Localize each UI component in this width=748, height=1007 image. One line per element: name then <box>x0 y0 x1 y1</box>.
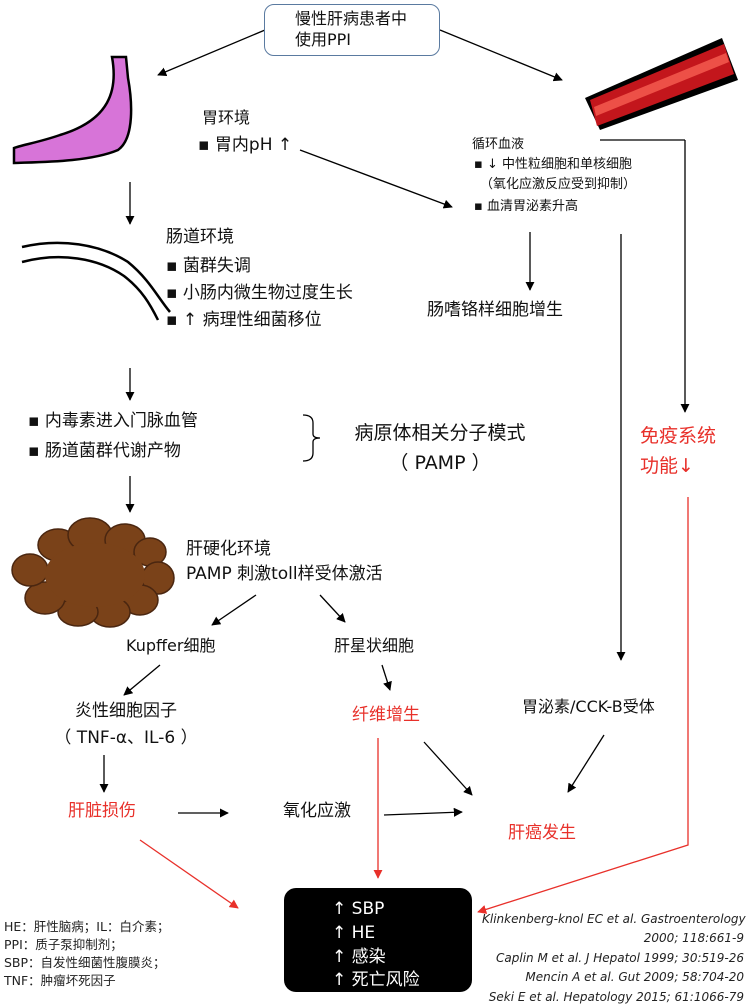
pamp-title: 病原体相关分子模式 <box>354 422 526 444</box>
arrow-kupffer-to-cytokines <box>123 664 161 696</box>
endotoxin-portal: ▪ 内毒素进入门脉血管 <box>28 411 198 431</box>
cirrhosis-title: 肝硬化环境 <box>186 539 271 559</box>
gut-item-translocation: ▪ ↑ 病理性细菌移位 <box>166 310 322 330</box>
arrow-ppi-to-blood <box>439 29 563 82</box>
stomach-env-title: 胃环境 <box>202 108 251 127</box>
blood-item-note: （氧化应激反应受到抑制） <box>480 177 637 192</box>
abbreviations: HE：肝性脑病；IL：白介素； PPI：质子泵抑制剂； SBP：自发性细菌性腹膜… <box>4 918 169 991</box>
gut-item-dysbiosis: ▪ 菌群失调 <box>166 256 251 276</box>
gut-metabolites: ▪ 肠道菌群代谢产物 <box>28 441 181 461</box>
references: Klinkenberg-knol EC et al. Gastroenterol… <box>482 910 746 1007</box>
blood-title: 循环血液 <box>472 137 525 152</box>
liver-injury: 肝脏损伤 <box>68 801 136 821</box>
outcome-mortality: ↑ 死亡风险 <box>332 970 420 991</box>
arrow-fibrosis-to-hcc <box>423 741 473 796</box>
cytokines-title: 炎性细胞因子 <box>75 701 177 721</box>
arrow-injury-to-outcome <box>139 839 239 909</box>
outcome-sbp: ↑ SBP <box>332 899 385 919</box>
stomach-ph-item: ▪ 胃内pH ↑ <box>198 135 293 155</box>
gastrin-cckb-receptor: 胃泌素/CCK-B受体 <box>522 697 655 716</box>
pamp-bracket <box>302 414 321 462</box>
arrow-ph-to-blood <box>299 149 453 209</box>
gut-env-title: 肠道环境 <box>166 227 234 247</box>
reference-line: Mencin A et al. Gut 2009; 58:704-20 <box>525 970 744 985</box>
arrow-stellate-to-fibrosis <box>381 664 392 691</box>
blood-item-gastrin: ▪ 血清胃泌素升高 <box>474 199 578 214</box>
stellate-cell: 肝星状细胞 <box>334 636 415 655</box>
arrow-ppi-to-stomach <box>157 29 266 77</box>
fibrosis: 纤维增生 <box>352 705 420 725</box>
ppi-box-line2: 使用PPI <box>295 29 352 49</box>
arrow-to-stellate <box>319 594 346 623</box>
reference-line: Klinkenberg-knol EC et al. Gastroenterol… <box>482 912 746 926</box>
oxidative-stress: 氧化应激 <box>283 801 351 821</box>
blood-item-neutrophils: ▪ ↓ 中性粒细胞和单核细胞 <box>474 157 632 172</box>
stomach-icon <box>12 55 133 165</box>
immune-function-line1: 免疫系统 <box>640 425 717 447</box>
hcc-development: 肝癌发生 <box>508 823 576 843</box>
outcome-box: ↑ SBP ↑ HE ↑ 感染 ↑ 死亡风险 <box>284 888 472 992</box>
reference-line: Caplin M et al. J Hepatol 1999; 30:519-2… <box>496 950 744 965</box>
reference-line: Seki E et al. Hepatology 2015; 61:1066-7… <box>488 989 744 1004</box>
arrow-receptor-to-hcc <box>567 734 605 793</box>
reference-line: 2000; 118:661-9 <box>643 931 744 946</box>
ecl-hyperplasia: 肠嗜铬样细胞增生 <box>427 300 563 320</box>
tlr-activation: PAMP 刺激toll样受体激活 <box>186 564 383 584</box>
arrow-to-kupffer <box>211 594 257 626</box>
gut-item-sibo: ▪ 小肠内微生物过度生长 <box>166 283 353 303</box>
ppi-box-line1: 慢性肝病患者中 <box>295 9 408 28</box>
outcome-he: ↑ HE <box>332 922 376 943</box>
abbr-line: SBP：自发性细菌性腹膜炎； <box>4 955 166 971</box>
arrow-oxidative-to-hcc <box>383 807 463 817</box>
ppi-use-box: 慢性肝病患者中 使用PPI <box>264 4 440 56</box>
outcome-infection: ↑ 感染 <box>332 946 386 967</box>
cytokines-list: （ TNF-α、IL-6 ） <box>54 728 198 748</box>
abbr-line: HE：肝性脑病；IL：白介素； <box>4 919 170 934</box>
immune-function-line2: 功能↓ <box>640 455 694 477</box>
pamp-abbr: （ PAMP ） <box>389 452 491 474</box>
blood-vessel-icon <box>585 38 738 130</box>
abbr-line: TNF：肿瘤坏死因子 <box>4 973 116 989</box>
abbr-line: PPI：质子泵抑制剂； <box>4 937 123 953</box>
kupffer-cell: Kupffer细胞 <box>126 636 216 655</box>
cirrhotic-liver-icon <box>11 517 175 628</box>
intestine-icon <box>21 241 171 321</box>
arrow-immune-to-outcome <box>477 497 689 914</box>
